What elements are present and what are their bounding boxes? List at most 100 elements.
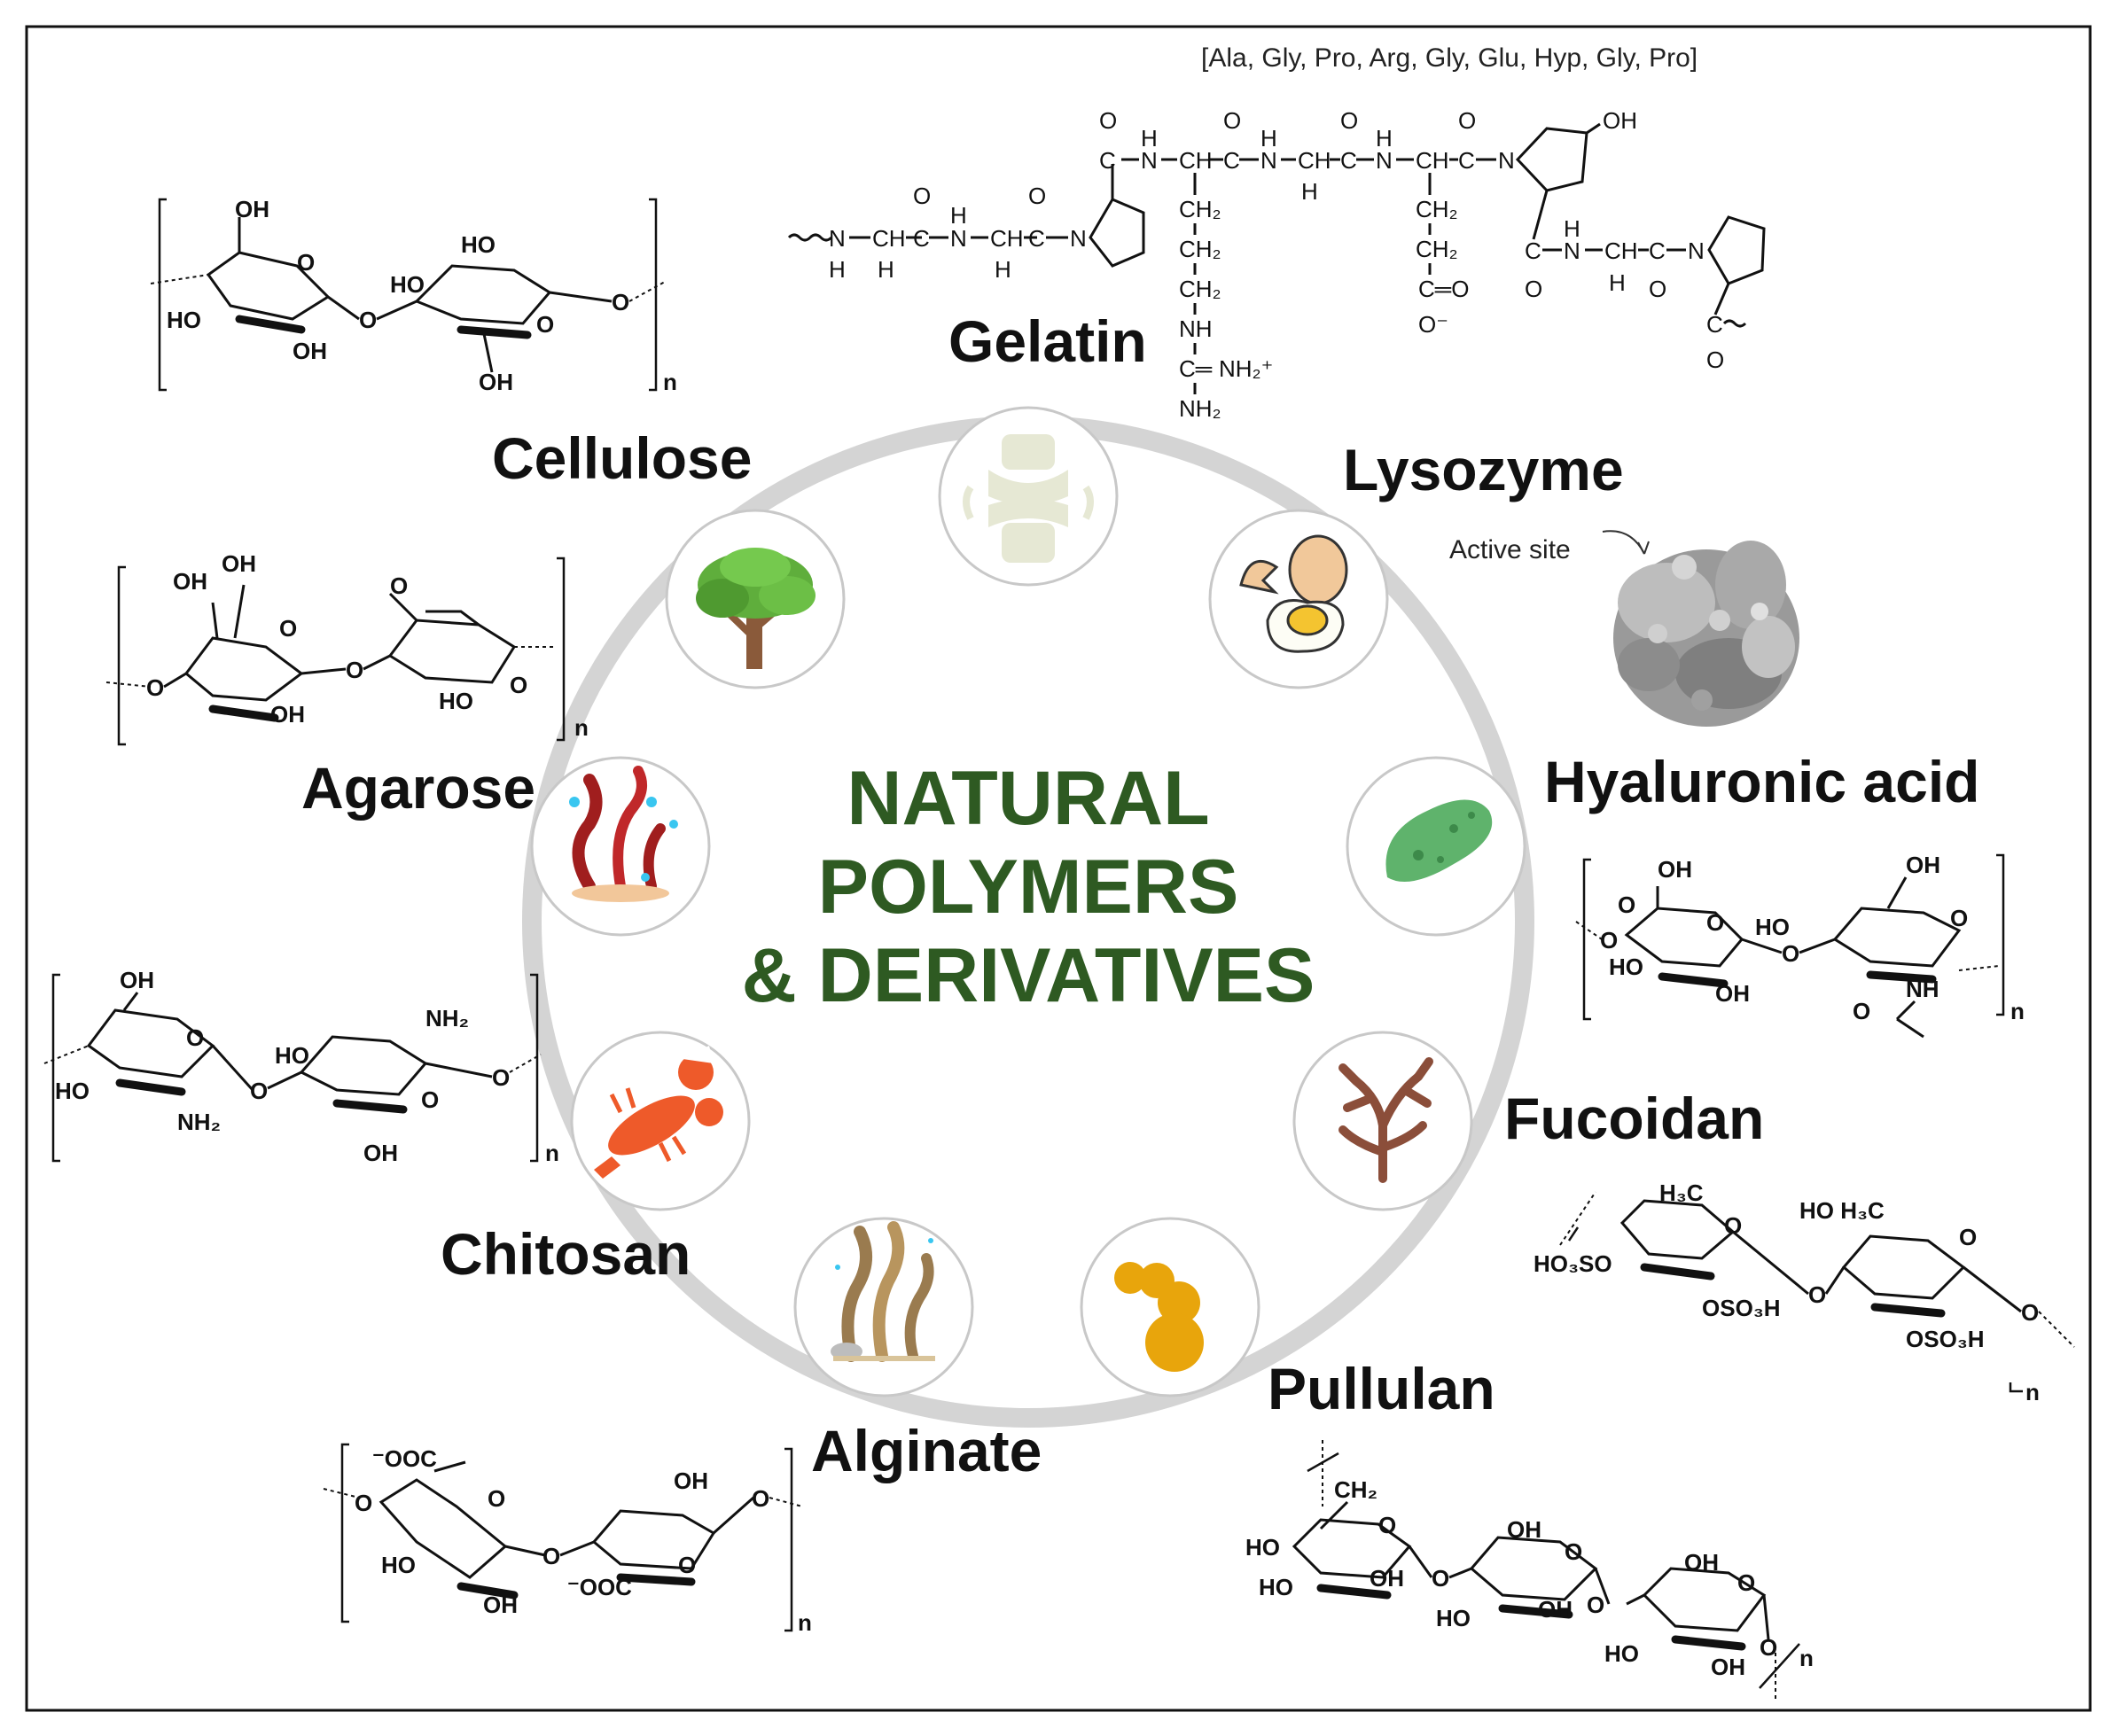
svg-text:CH: CH <box>1179 147 1213 174</box>
svg-text:C═: C═ <box>1179 355 1213 382</box>
kelp-icon <box>831 1221 935 1362</box>
svg-text:O: O <box>1760 1634 1777 1661</box>
title-line-2: POLYMERS <box>818 845 1239 930</box>
svg-text:O: O <box>1587 1592 1604 1618</box>
svg-text:O: O <box>1223 107 1241 134</box>
svg-text:O: O <box>1618 891 1635 918</box>
svg-text:O: O <box>279 615 297 642</box>
svg-text:O: O <box>1340 107 1358 134</box>
title-line-1: NATURAL <box>847 756 1209 841</box>
svg-text:C: C <box>1458 147 1475 174</box>
svg-text:OH: OH <box>1658 856 1692 883</box>
svg-text:C═O: C═O <box>1418 276 1469 302</box>
label-agarose: Agarose <box>301 755 535 821</box>
svg-text:HO: HO <box>55 1078 90 1104</box>
svg-text:H: H <box>1301 178 1318 205</box>
svg-text:O: O <box>612 289 629 315</box>
svg-text:O: O <box>1028 183 1046 209</box>
fucoidan-node <box>1292 1031 1473 1211</box>
svg-text:HO: HO <box>1609 954 1643 980</box>
svg-text:OH: OH <box>1711 1654 1745 1680</box>
lobster-icon <box>594 1046 723 1179</box>
svg-text:OH: OH <box>1684 1549 1719 1576</box>
svg-text:HO: HO <box>390 271 425 298</box>
svg-text:O: O <box>250 1078 268 1104</box>
svg-text:OH: OH <box>674 1467 708 1494</box>
cellulose-node <box>665 509 846 689</box>
agarose-node <box>530 756 711 937</box>
svg-text:C: C <box>1340 147 1357 174</box>
svg-text:O: O <box>542 1543 560 1569</box>
svg-text:n: n <box>1799 1645 1814 1671</box>
svg-text:CH: CH <box>1604 237 1638 264</box>
svg-text:OH: OH <box>1507 1516 1541 1543</box>
svg-text:O: O <box>488 1485 505 1512</box>
svg-text:HO: HO <box>167 307 201 333</box>
svg-text:⁻OOC: ⁻OOC <box>567 1574 632 1600</box>
svg-text:OH: OH <box>222 550 256 577</box>
svg-text:N: N <box>950 225 967 252</box>
cellulose-structure: n O OH HO OH O O HO HO OH O <box>150 196 677 395</box>
bacterium-icon <box>1385 799 1493 882</box>
svg-text:HO: HO <box>1436 1605 1471 1631</box>
brown-seaweed-icon <box>1338 1057 1433 1183</box>
svg-text:OH: OH <box>1906 852 1940 878</box>
svg-text:CH₂: CH₂ <box>1179 236 1221 262</box>
svg-text:N: N <box>829 225 846 252</box>
svg-text:O: O <box>1378 1512 1396 1538</box>
label-hyaluronic: Hyaluronic acid <box>1544 749 1980 814</box>
svg-text:O: O <box>1950 905 1968 931</box>
svg-text:O: O <box>1099 107 1117 134</box>
svg-text:n: n <box>798 1609 812 1636</box>
svg-text:O: O <box>186 1024 204 1051</box>
svg-text:O: O <box>492 1064 510 1091</box>
svg-text:O: O <box>1853 998 1870 1024</box>
svg-text:H: H <box>995 256 1011 283</box>
svg-text:N: N <box>1564 237 1580 264</box>
svg-text:H: H <box>950 202 967 229</box>
svg-text:O: O <box>146 674 164 701</box>
svg-text:n: n <box>574 714 589 741</box>
svg-text:CH₂: CH₂ <box>1416 236 1458 262</box>
svg-text:CH₂: CH₂ <box>1334 1476 1377 1503</box>
svg-text:N: N <box>1376 147 1393 174</box>
svg-text:O: O <box>1808 1281 1826 1308</box>
svg-text:OH: OH <box>120 967 154 993</box>
svg-text:O: O <box>1706 346 1724 373</box>
svg-text:n: n <box>545 1140 559 1166</box>
svg-text:OH: OH <box>483 1592 518 1618</box>
svg-text:O: O <box>536 311 554 338</box>
svg-text:NH₂: NH₂ <box>1179 395 1221 422</box>
svg-text:CH: CH <box>990 225 1024 252</box>
svg-text:OSO₃H: OSO₃H <box>1702 1295 1781 1321</box>
svg-text:O: O <box>752 1485 769 1512</box>
chitosan-node <box>570 1031 751 1211</box>
label-cellulose: Cellulose <box>492 425 752 491</box>
svg-text:HO: HO <box>381 1552 416 1578</box>
svg-text:O⁻: O⁻ <box>1418 311 1448 338</box>
svg-text:H: H <box>1376 125 1393 152</box>
svg-text:OH: OH <box>173 568 207 595</box>
lysozyme-structure <box>1613 541 1799 727</box>
svg-text:N: N <box>1498 147 1515 174</box>
svg-text:OH: OH <box>1538 1596 1573 1623</box>
svg-text:O: O <box>346 657 363 683</box>
svg-text:HO H₃C: HO H₃C <box>1799 1197 1885 1224</box>
svg-text:O: O <box>355 1490 372 1516</box>
egg-icon <box>1239 534 1348 653</box>
tree-icon <box>696 548 816 669</box>
svg-text:H: H <box>1141 125 1158 152</box>
svg-text:O: O <box>1724 1212 1742 1239</box>
svg-text:HO: HO <box>1604 1640 1639 1667</box>
agarose-structure: n O O OH OH OH O O HO O <box>105 550 589 746</box>
svg-text:N: N <box>1141 147 1158 174</box>
lysozyme-node <box>1208 509 1389 689</box>
svg-text:O: O <box>359 307 377 333</box>
svg-text:HO: HO <box>1245 1534 1280 1561</box>
label-fucoidan: Fucoidan <box>1504 1086 1764 1151</box>
svg-text:H: H <box>1260 125 1277 152</box>
svg-text:OH: OH <box>270 701 305 728</box>
svg-text:n: n <box>2010 998 2025 1024</box>
svg-text:OSO₃H: OSO₃H <box>1906 1326 1985 1352</box>
